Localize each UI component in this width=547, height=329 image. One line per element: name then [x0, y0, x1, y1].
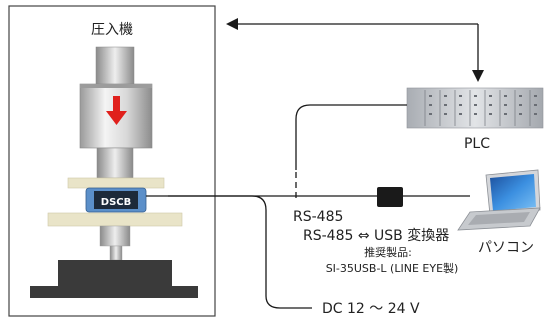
- laptop-icon: [457, 169, 541, 231]
- press-lower-plate: [47, 212, 183, 227]
- press-workpiece: [109, 245, 123, 261]
- sensor-label: DSCB: [101, 197, 131, 208]
- press-lower-rod: [96, 147, 134, 179]
- power-label: DC 12 ～ 24 V: [322, 301, 420, 317]
- pc-label: パソコン: [478, 240, 534, 256]
- press-upper-plate: [67, 177, 165, 189]
- plc-label: PLC: [464, 136, 490, 152]
- rs485-label: RS-485: [293, 209, 343, 225]
- press-plc-link: [236, 23, 479, 72]
- converter-icon: [377, 187, 403, 207]
- press-cylinder-rim: [80, 84, 152, 88]
- press-machine: 圧入機 DSCB: [8, 5, 216, 317]
- press-upper-rod: [95, 46, 135, 88]
- plc-leds: [429, 95, 537, 115]
- plc-unit: [406, 87, 544, 129]
- press-base-bottom: [30, 286, 198, 298]
- recommended-label: 推奨製品:: [364, 245, 412, 259]
- recommended-product: SI-35USB-L (LINE EYE製): [326, 261, 459, 275]
- press-base-top: [58, 260, 172, 286]
- arrow-left-icon: [226, 18, 238, 30]
- converter-label: RS-485 ⇔ USB 変換器: [303, 227, 449, 244]
- plc-modules: [424, 90, 531, 126]
- arrow-down-icon: [472, 70, 484, 82]
- rs485-cable: [295, 104, 407, 170]
- down-arrow-icon: [106, 96, 127, 125]
- press-column: [99, 225, 131, 247]
- press-title: 圧入機: [91, 22, 133, 38]
- power-cable: [168, 195, 312, 309]
- sensor-face: [94, 191, 138, 209]
